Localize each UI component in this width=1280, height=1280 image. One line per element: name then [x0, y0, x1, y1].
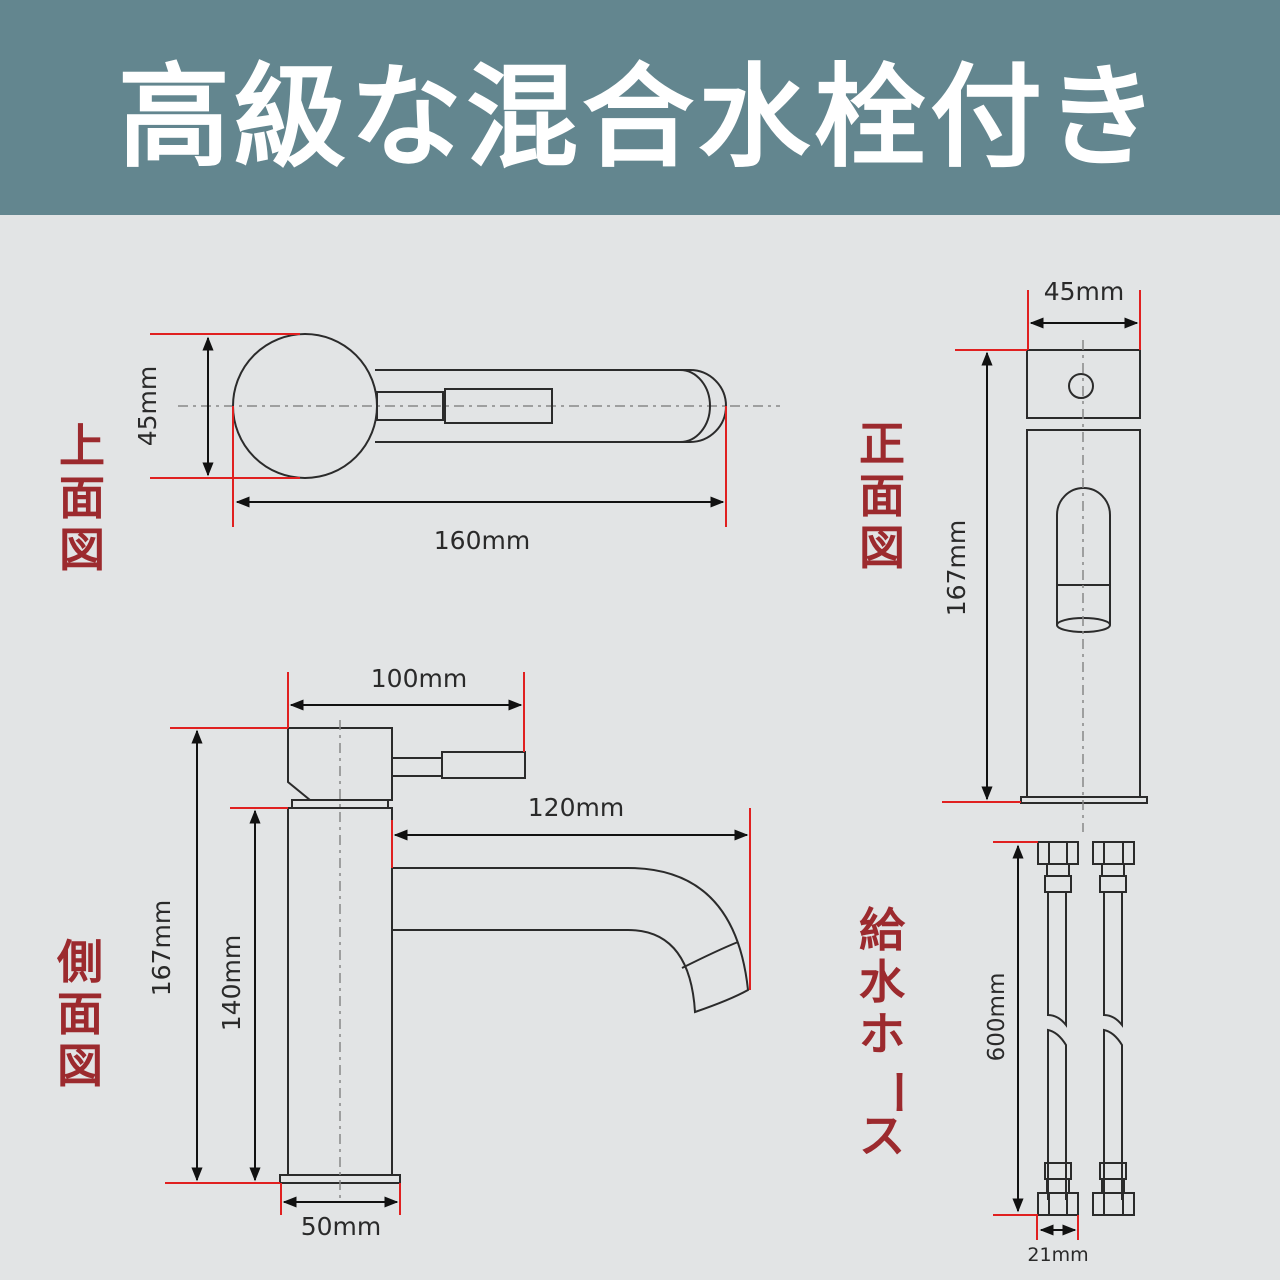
hose-left	[1037, 841, 1079, 1216]
side-total-height-dim: 167mm	[147, 900, 176, 996]
top-width-dim: 45mm	[133, 366, 162, 447]
front-width-dim: 45mm	[1044, 277, 1125, 306]
hose-diameter-dim: 21mm	[1027, 1244, 1088, 1266]
page-title: 高級な混合水栓付き	[118, 52, 1162, 183]
front-view-label-2: 面	[859, 469, 905, 523]
side-view-label-1: 側	[56, 935, 103, 989]
front-height-dim: 167mm	[942, 520, 971, 616]
front-view-label-3: 図	[859, 521, 905, 575]
hose-right	[1092, 841, 1135, 1216]
hose-label-2: 水	[859, 955, 906, 1009]
hose-label-3: ホ	[859, 1007, 905, 1061]
side-view: 167mm 140mm 100mm 120mm 50mm 側 面 図	[56, 664, 751, 1241]
hose-length-dim: 600mm	[984, 973, 1010, 1062]
supply-hoses: 600mm 21mm 給 水 ホ ー ス	[859, 841, 1135, 1266]
top-view-label-3: 図	[59, 523, 105, 577]
side-view-label-3: 図	[57, 1039, 103, 1093]
side-spout-dim: 120mm	[528, 793, 624, 822]
header-banner: 高級な混合水栓付き	[0, 0, 1280, 215]
hose-label-4: ー	[871, 1069, 925, 1115]
side-lever-dim: 100mm	[371, 664, 467, 693]
side-base-dim: 50mm	[301, 1212, 382, 1241]
top-view: 45mm 160mm 上 面 図	[59, 333, 780, 577]
top-view-label-2: 面	[59, 471, 105, 525]
hose-label-5: ス	[859, 1109, 905, 1163]
side-view-label-2: 面	[57, 987, 103, 1041]
side-body-height-dim: 140mm	[217, 935, 246, 1031]
top-length-dim: 160mm	[434, 526, 530, 555]
front-view-label-1: 正	[859, 417, 905, 471]
top-view-label-1: 上	[59, 419, 105, 473]
front-view: 45mm 167mm 正 面 図	[859, 277, 1148, 832]
hose-label-1: 給	[859, 903, 906, 957]
